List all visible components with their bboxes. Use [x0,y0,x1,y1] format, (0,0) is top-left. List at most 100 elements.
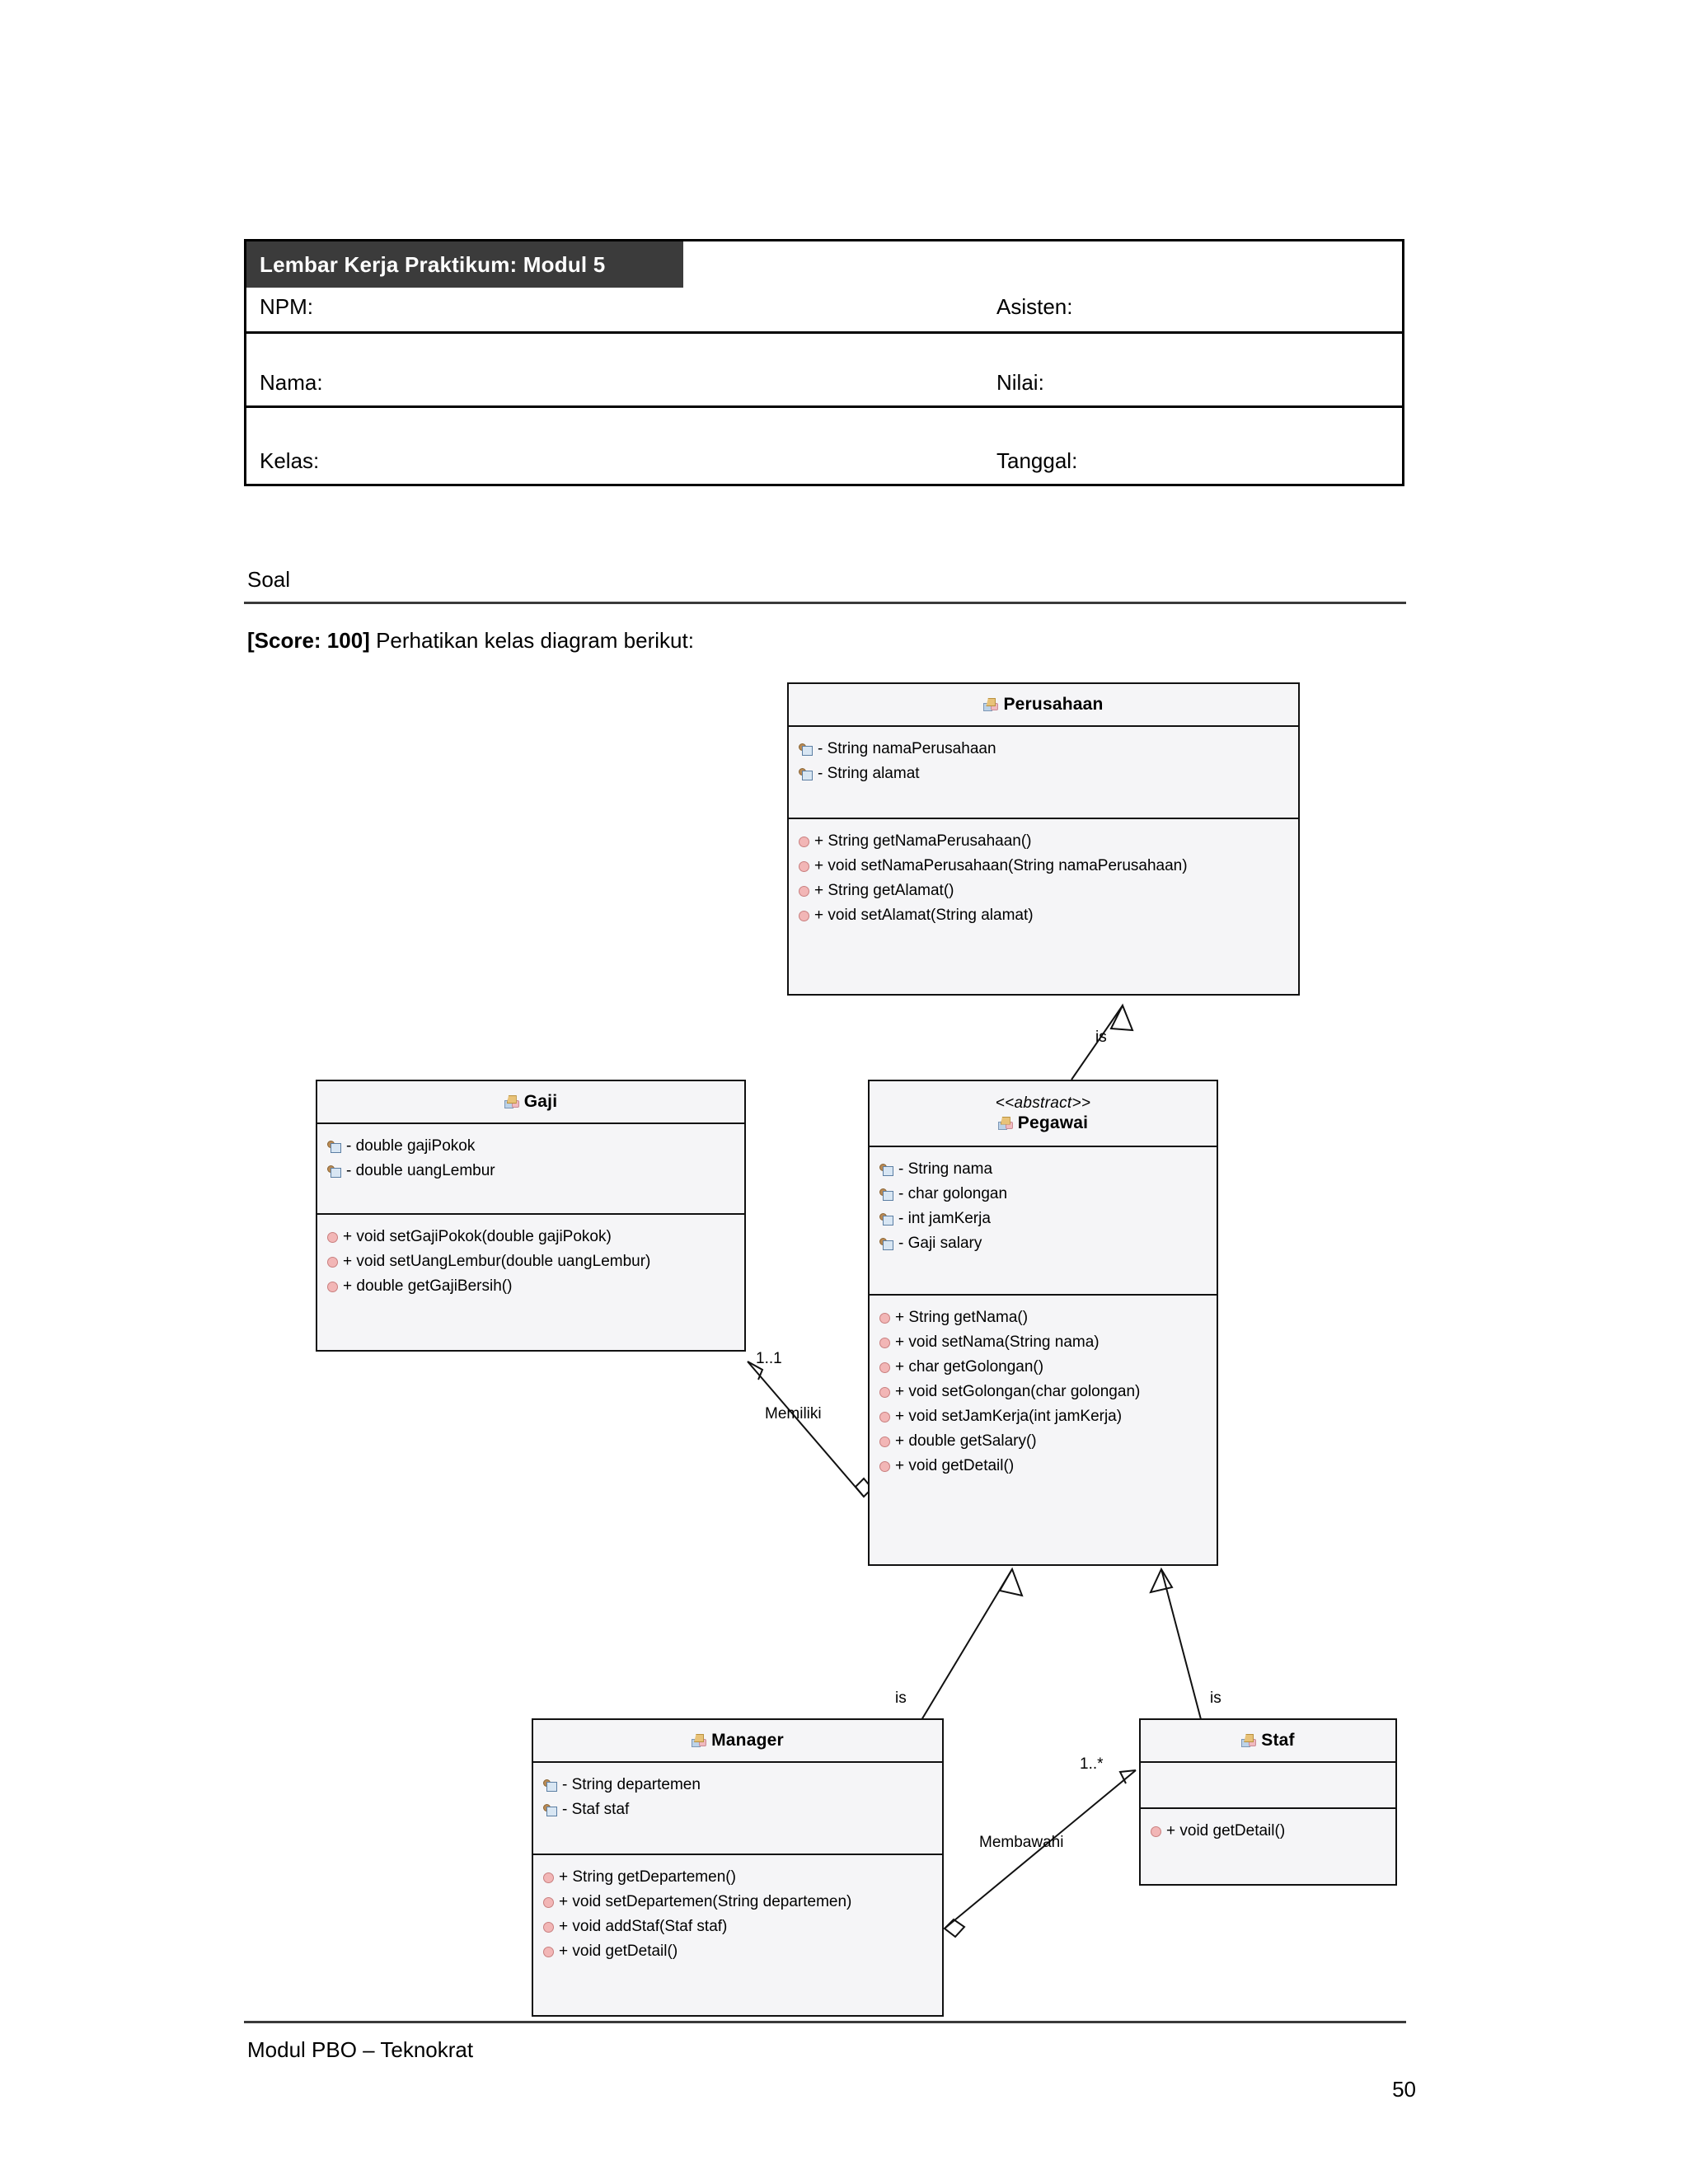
prompt-text: Perhatikan kelas diagram berikut: [376,628,694,653]
uml-class-staf[interactable]: Staf + void getDetail() [1139,1718,1397,1886]
private-field-icon [879,1212,893,1226]
tanggal-cell: Tanggal: [988,408,1402,484]
public-method-icon [327,1256,338,1268]
asisten-label: Asisten: [996,294,1073,319]
uml-class-diagram: Perusahaan - String namaPerusahaan - Str… [0,659,1688,2017]
operation-row: + void setDepartemen(String departemen) [543,1890,942,1915]
class-name-staf: Staf [1241,1731,1295,1750]
class-header: Staf [1141,1720,1395,1763]
public-method-icon [1151,1825,1161,1837]
public-method-icon [879,1386,890,1398]
class-name-pegawai: Pegawai [997,1113,1088,1133]
operation-row: + double getSalary() [879,1429,1217,1454]
attribute-row: - char golongan [879,1182,1217,1207]
public-method-icon [879,1312,890,1324]
footer-divider [244,2021,1406,2023]
attribute-row: - Staf staf [543,1797,942,1822]
class-header: Perusahaan [789,684,1298,727]
relationship-label-memiliki: Memiliki [765,1405,822,1422]
private-field-icon [879,1188,893,1201]
table-row: Lembar Kerja Praktikum: Modul 5 NPM: Asi… [246,241,1402,334]
class-header: <<abstract>> Pegawai [870,1081,1217,1147]
public-method-icon [327,1281,338,1292]
public-method-icon [879,1337,890,1348]
public-method-icon [327,1231,338,1243]
uml-class-manager[interactable]: Manager - String departemen - Staf staf … [532,1718,944,2017]
multiplicity-memiliki: 1..1 [756,1350,782,1367]
operations-compartment: + String getDepartemen() + void setDepar… [533,1855,942,1972]
operation-row: + String getDepartemen() [543,1865,942,1890]
operations-compartment: + String getNamaPerusahaan() + void setN… [789,819,1298,936]
private-field-icon [799,743,813,756]
operations-compartment: + String getNama() + void setNama(String… [870,1296,1217,1487]
asisten-cell: Asisten: [988,241,1402,331]
score-label: [Score: 100] [247,628,370,653]
attribute-row: - String nama [879,1157,1217,1182]
public-method-icon [879,1436,890,1447]
operation-row: + void setAlamat(String alamat) [799,903,1298,928]
operation-row: + String getNamaPerusahaan() [799,829,1298,854]
operation-row: + String getNama() [879,1305,1217,1330]
public-method-icon [879,1361,890,1373]
nilai-label: Nilai: [996,370,1044,395]
private-field-icon [879,1237,893,1250]
attributes-compartment: - String departemen - Staf staf [533,1763,942,1855]
attribute-row: - String namaPerusahaan [799,737,1298,762]
nama-cell: Nama: [246,334,988,405]
private-field-icon [879,1163,893,1176]
attribute-row: - Gaji salary [879,1231,1217,1256]
relationship-label-is-staf: is [1210,1690,1221,1707]
operations-compartment: + void getDetail() [1141,1809,1395,1852]
operation-row: + String getAlamat() [799,879,1298,903]
operation-row: + void setGolongan(char golongan) [879,1380,1217,1404]
private-field-icon [327,1165,341,1178]
kelas-cell: Kelas: [246,408,988,484]
public-method-icon [799,910,809,921]
public-method-icon [543,1946,554,1957]
public-method-icon [879,1411,890,1422]
uml-class-pegawai[interactable]: <<abstract>> Pegawai - String nama - cha… [868,1080,1218,1566]
relationship-label-is-perusahaan: is [1095,1029,1107,1046]
question-prompt: [Score: 100] Perhatikan kelas diagram be… [247,628,694,654]
uml-class-perusahaan[interactable]: Perusahaan - String namaPerusahaan - Str… [787,682,1300,996]
public-method-icon [799,836,809,847]
operation-row: + void setNama(String nama) [879,1330,1217,1355]
operation-row: + void setUangLembur(double uangLembur) [327,1249,744,1274]
kelas-label: Kelas: [260,448,320,473]
operations-compartment: + void setGajiPokok(double gajiPokok) + … [317,1215,744,1307]
operation-row: + char getGolongan() [879,1355,1217,1380]
nilai-cell: Nilai: [988,334,1402,405]
worksheet-title-bar: Lembar Kerja Praktikum: Modul 5 [246,241,683,288]
attributes-compartment: - double gajiPokok - double uangLembur [317,1124,744,1215]
public-method-icon [879,1460,890,1472]
table-row: Kelas: Tanggal: [246,408,1402,484]
attributes-compartment [1141,1763,1395,1809]
public-method-icon [799,860,809,872]
identity-table: Lembar Kerja Praktikum: Modul 5 NPM: Asi… [244,239,1404,486]
class-icon [997,1116,1013,1130]
worksheet-title: Lembar Kerja Praktikum: Modul 5 [260,251,606,277]
attribute-row: - int jamKerja [879,1207,1217,1231]
operation-row: + void getDetail() [1151,1819,1395,1844]
class-name-perusahaan: Perusahaan [983,695,1103,715]
public-method-icon [543,1872,554,1883]
operation-row: + void setNamaPerusahaan(String namaPeru… [799,854,1298,879]
private-field-icon [327,1140,341,1153]
operation-row: + double getGajiBersih() [327,1274,744,1299]
class-icon [504,1095,519,1108]
section-heading: Soal [247,567,291,592]
tanggal-label: Tanggal: [996,448,1078,473]
operation-row: + void addStaf(Staf staf) [543,1915,942,1939]
attribute-row: - String departemen [543,1773,942,1797]
operation-row: + void getDetail() [543,1939,942,1964]
nama-label: Nama: [260,370,323,395]
npm-label: NPM: [260,294,313,319]
class-name-manager: Manager [692,1731,784,1750]
class-name-gaji: Gaji [504,1092,557,1112]
class-icon [692,1734,707,1747]
public-method-icon [799,885,809,897]
uml-class-gaji[interactable]: Gaji - double gajiPokok - double uangLem… [316,1080,746,1352]
attribute-row: - double gajiPokok [327,1134,744,1159]
attributes-compartment: - String nama - char golongan - int jamK… [870,1147,1217,1296]
